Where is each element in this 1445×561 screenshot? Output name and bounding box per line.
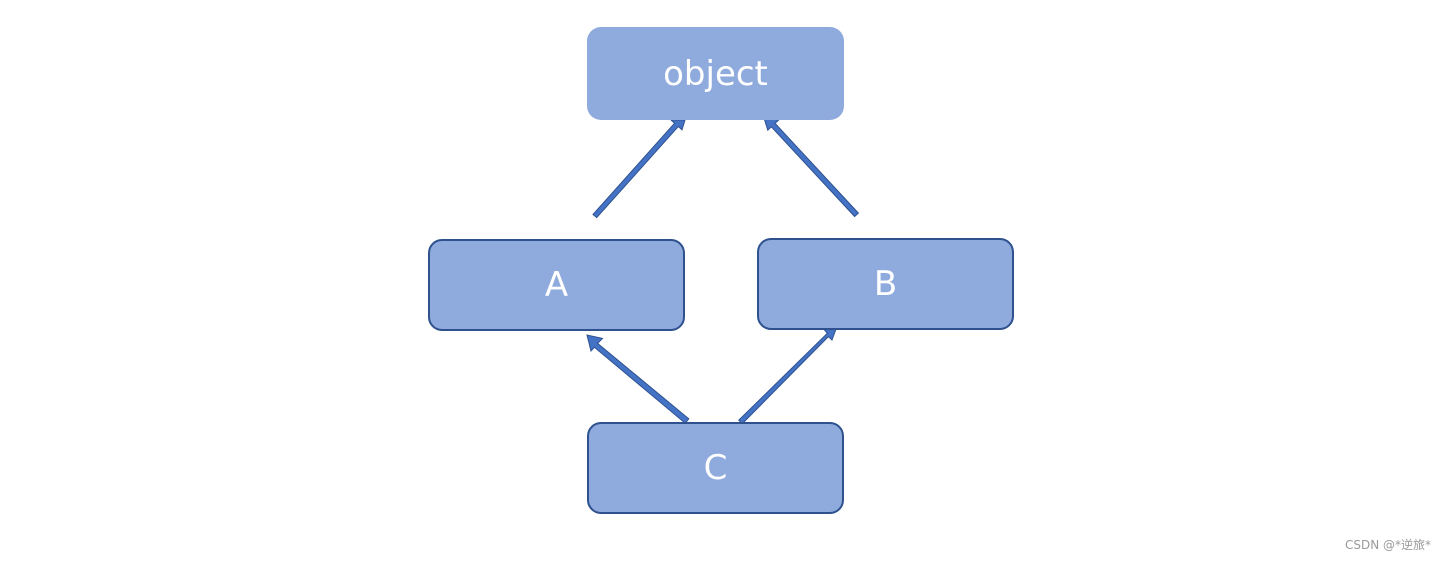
arrow-b-to-object <box>763 117 860 218</box>
arrow-c-to-a-shape <box>586 334 690 424</box>
arrow-c-to-b-shape <box>738 328 837 425</box>
node-object-label: object <box>663 53 768 94</box>
watermark: CSDN @*逆旅* <box>1344 538 1431 552</box>
node-b-label: B <box>873 264 898 304</box>
arrow-c-to-b <box>738 328 837 425</box>
arrow-b-to-object-shape <box>763 117 860 218</box>
node-b: B <box>757 238 1014 330</box>
node-object: object <box>587 27 844 120</box>
arrow-a-to-object <box>592 119 686 219</box>
node-c: C <box>587 422 844 514</box>
node-c-label: C <box>703 448 728 488</box>
node-a-label: A <box>544 265 569 305</box>
node-a: A <box>428 239 685 331</box>
arrow-a-to-object-shape <box>592 119 686 219</box>
arrow-c-to-a <box>586 334 690 424</box>
